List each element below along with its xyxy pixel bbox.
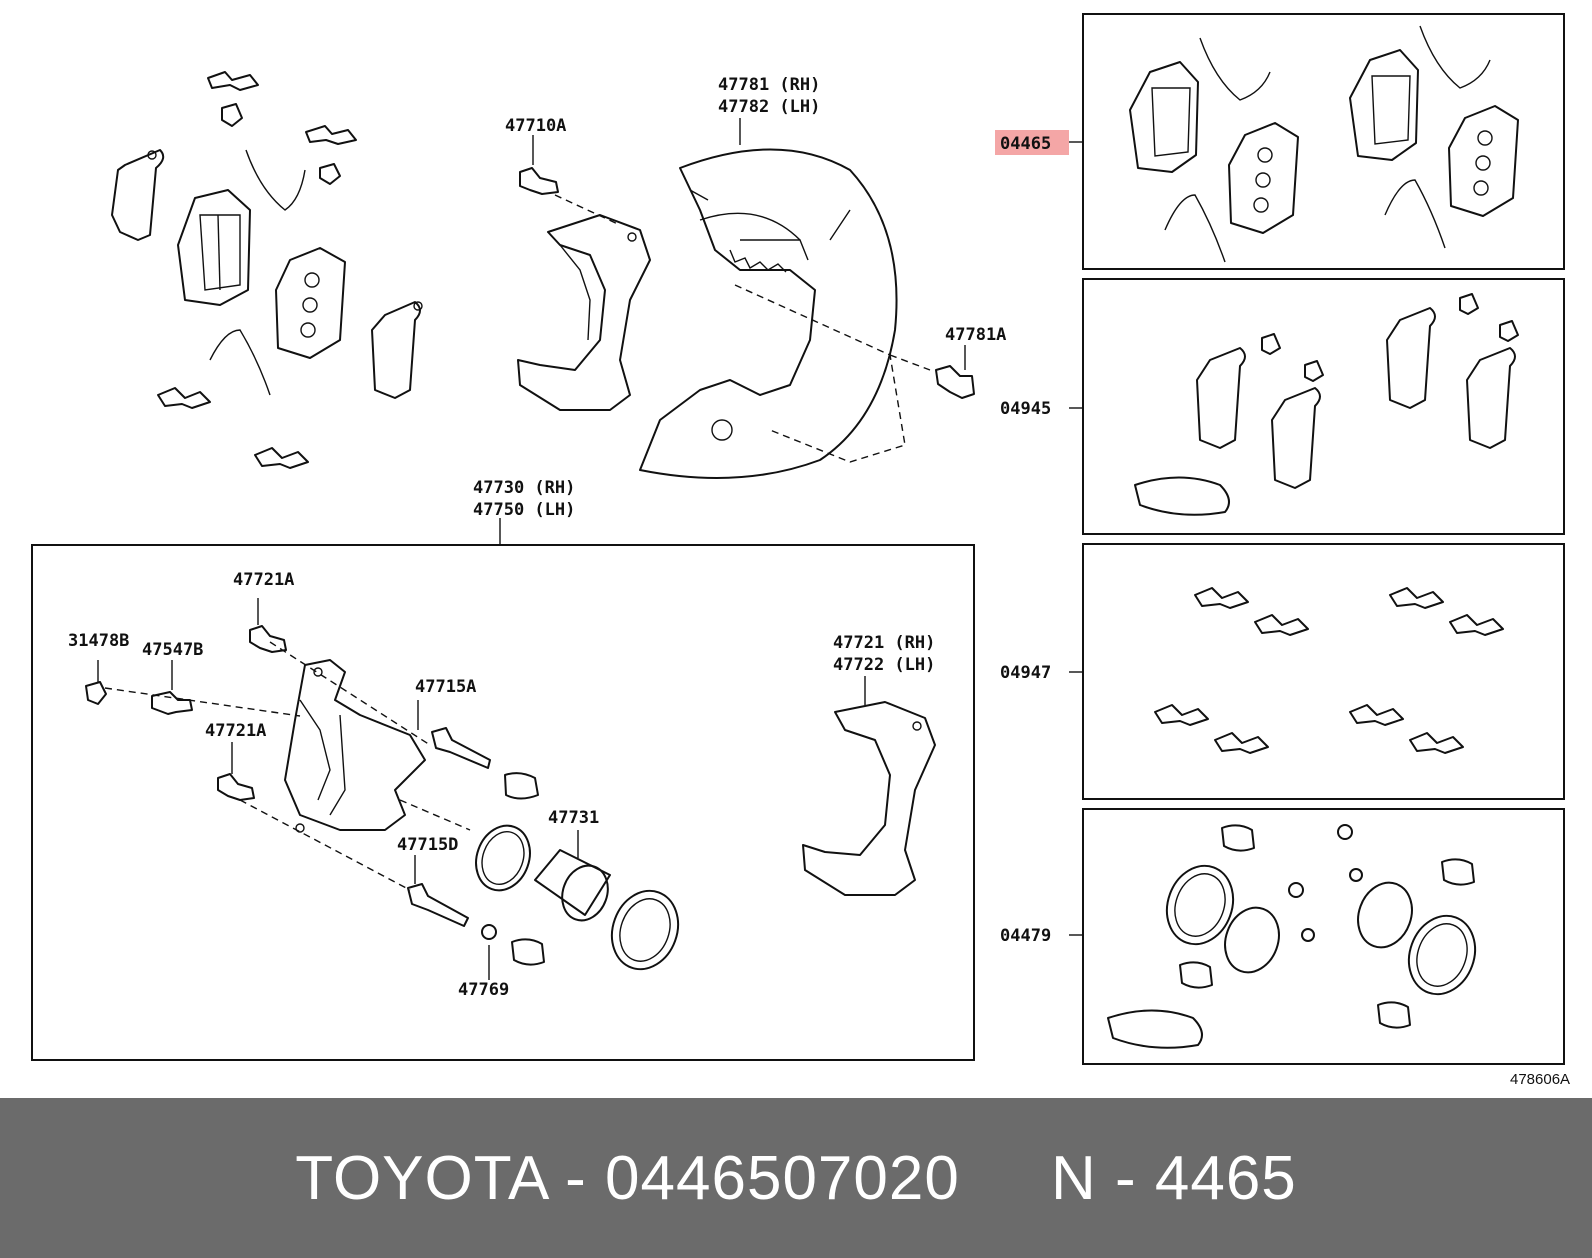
label-kit-04945[interactable]: 04945 xyxy=(1000,399,1051,419)
kit-box-04945 xyxy=(1082,278,1565,535)
seal-ring xyxy=(475,824,531,892)
bleeder-plug-47547B xyxy=(151,691,193,715)
kit-box-04947 xyxy=(1082,543,1565,800)
label-caliper-lh: 47750 (LH) xyxy=(473,500,575,520)
slide-pin-47715D xyxy=(407,883,469,927)
label-piston: 47731 xyxy=(548,808,599,828)
parts-diagram: 47781 (RH) 47782 (LH) 47710A 47781A 4773… xyxy=(31,13,1570,1088)
label-bleeder-plug: 47547B xyxy=(142,640,203,660)
slide-pin-47715A xyxy=(431,727,539,800)
dashed-guides-shield xyxy=(734,284,931,463)
label-bolt-47781A: 47781A xyxy=(945,325,1006,345)
mounting-bracket-top xyxy=(517,194,651,411)
dashed-guides-caliper xyxy=(104,641,471,891)
footer-bar: TOYOTA - 0446507020 N - 4465 xyxy=(0,1098,1592,1258)
bolt-47710A xyxy=(519,167,559,195)
label-mounting-lh: 47722 (LH) xyxy=(833,655,935,675)
label-kit-04465[interactable]: 04465 xyxy=(1000,134,1051,154)
kit-04465-contents xyxy=(1129,25,1519,263)
label-mounting-rh: 47721 (RH) xyxy=(833,633,935,653)
label-caliper-rh: 47730 (RH) xyxy=(473,478,575,498)
kit-04465-highlight xyxy=(995,130,1069,155)
bushing-47769 xyxy=(481,924,545,966)
label-bolt-47710A: 47710A xyxy=(505,116,566,136)
diagram-ref-code: 478606A xyxy=(1510,1071,1570,1088)
kit-box-04479 xyxy=(1082,808,1565,1065)
label-slide-pin-a: 47715A xyxy=(415,677,476,697)
caliper-assembly-frame xyxy=(31,544,975,1061)
dust-shield xyxy=(639,148,898,479)
label-slide-pin-d: 47715D xyxy=(397,835,458,855)
bolt-47781A xyxy=(935,365,975,399)
label-plug: 31478B xyxy=(68,631,129,651)
label-bolt-lower: 47721A xyxy=(205,721,266,741)
label-shield-rh: 47781 (RH) xyxy=(718,75,820,95)
mounting-bracket-47721 xyxy=(802,701,936,896)
label-kit-04947[interactable]: 04947 xyxy=(1000,663,1051,683)
dust-boot xyxy=(610,889,680,971)
kit-04945-contents xyxy=(1134,293,1519,516)
label-shield-lh: 47782 (LH) xyxy=(718,97,820,117)
bolt-47721A-lower xyxy=(217,773,255,801)
loose-pads-group xyxy=(111,71,423,469)
plug-31478B xyxy=(85,681,107,705)
caliper-body xyxy=(284,659,426,833)
label-kit-04479[interactable]: 04479 xyxy=(1000,926,1051,946)
bleeder-bolt-47721A-top xyxy=(249,625,287,653)
kit-04479-contents xyxy=(1107,824,1477,1049)
label-bushing: 47769 xyxy=(458,980,509,1000)
kit-04947-contents xyxy=(1154,587,1504,754)
footer-part-number: TOYOTA - 0446507020 N - 4465 xyxy=(295,1143,1297,1213)
piston-47731 xyxy=(534,849,611,922)
label-bleeder-bolt: 47721A xyxy=(233,570,294,590)
